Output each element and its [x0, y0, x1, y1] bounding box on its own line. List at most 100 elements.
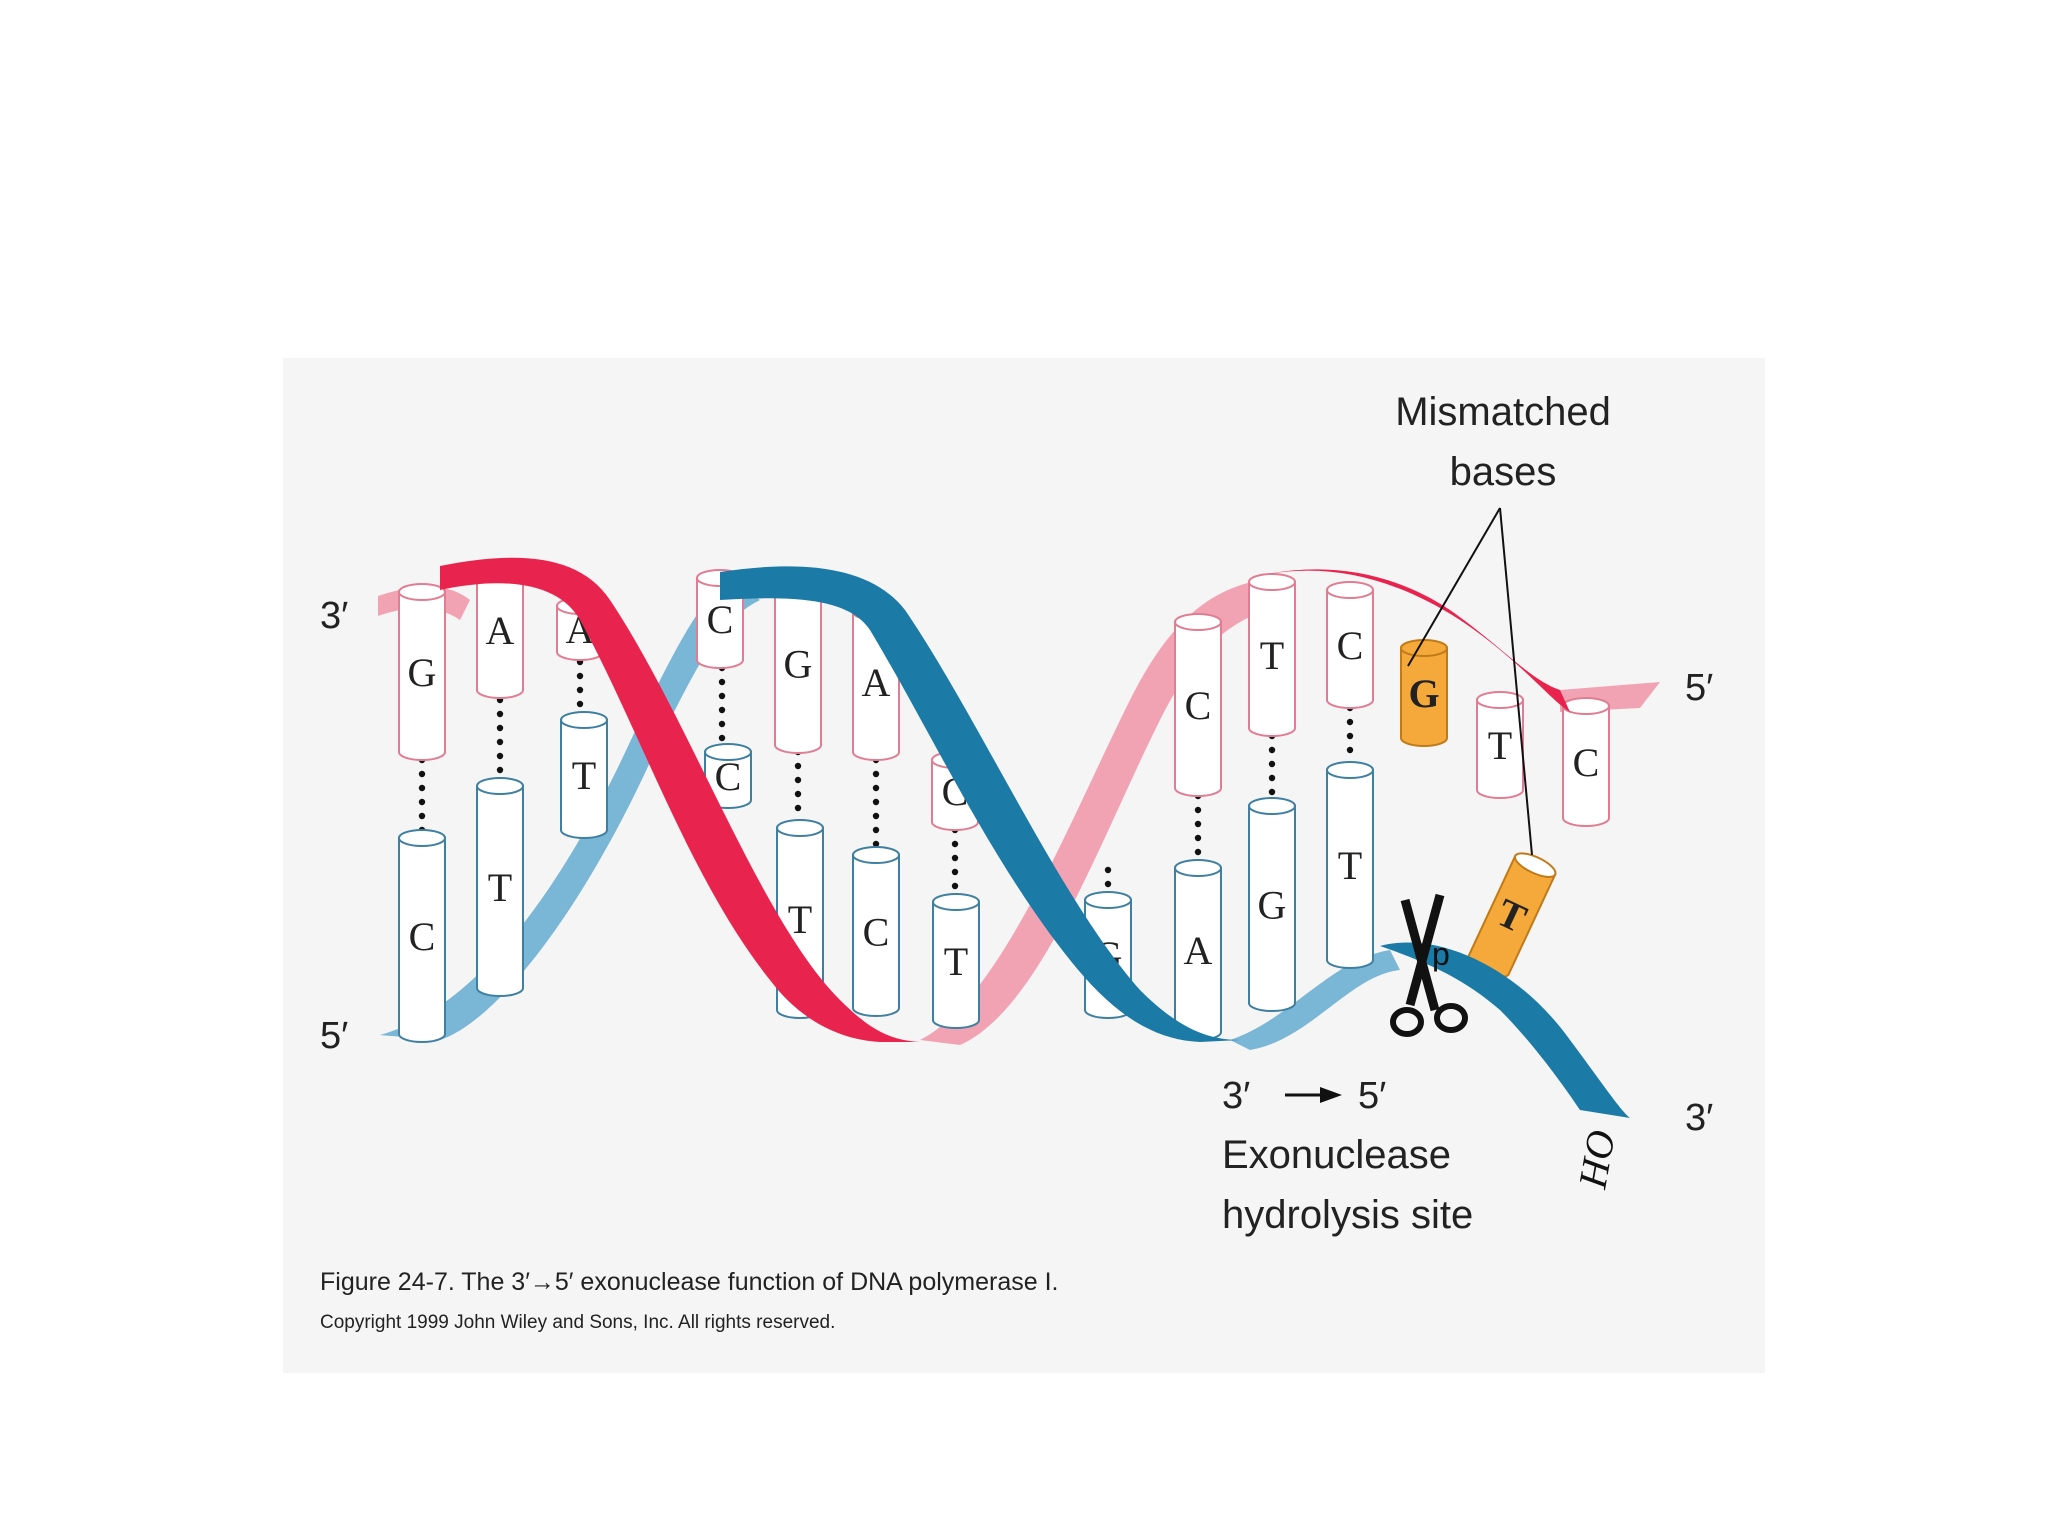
- hydrogen-bond-dot: [718, 720, 726, 728]
- top-base-10-body: [1400, 647, 1448, 747]
- hydrogen-bond-dot: [872, 826, 880, 834]
- hydrogen-bond-dot: [1194, 848, 1202, 856]
- top-base-11: T: [1476, 691, 1524, 799]
- top-base-4-letter: G: [784, 642, 813, 687]
- bottom-base-0-body: [398, 837, 446, 1043]
- top-base-10: G: [1400, 639, 1448, 747]
- hydrogen-bond-dot: [418, 770, 426, 778]
- top-base-8-cap: [1248, 573, 1296, 591]
- bottom-strand-front-segment-1: [720, 566, 1240, 1042]
- hydrogen-bond-dot: [1104, 866, 1112, 874]
- bottom-base-10-cap: [1326, 761, 1374, 779]
- hydrogen-bond-dot: [872, 770, 880, 778]
- bottom-base-10-body: [1326, 769, 1374, 969]
- hydrogen-bond-dot: [872, 798, 880, 806]
- hydrogen-bond-dot: [1194, 806, 1202, 814]
- hydrogen-bond-dot: [1268, 760, 1276, 768]
- top-base-11-letter: T: [1488, 723, 1512, 768]
- bottom-base-2-letter: T: [572, 753, 596, 798]
- hydrogen-bond-dot: [951, 854, 959, 862]
- hydrogen-bond-dot: [794, 790, 802, 798]
- mismatched-t-cylinder: T: [1467, 852, 1557, 978]
- hydrogen-bond-dot: [1346, 718, 1354, 726]
- direction-to-label: 5′: [1358, 1075, 1386, 1117]
- bottom-base-10: T: [1326, 761, 1374, 969]
- top-base-0-letter: G: [408, 650, 437, 695]
- bottom-base-5-body: [852, 854, 900, 1017]
- top-base-8-body: [1248, 581, 1296, 737]
- hydrogen-bond-dot: [576, 686, 584, 694]
- bottom-base-8-letter: A: [1184, 928, 1213, 973]
- end-label-bottom-left: 5′: [320, 1015, 348, 1057]
- top-base-1-letter: A: [486, 608, 515, 653]
- bottom-base-4-cap: [776, 819, 824, 837]
- bottom-base-7-cap: [1084, 891, 1132, 909]
- scissors-icon: [1390, 893, 1468, 1037]
- hydrogen-bond-dot: [496, 738, 504, 746]
- top-base-11-cap: [1476, 691, 1524, 709]
- bottom-base-0: C: [398, 829, 446, 1043]
- hydrogen-bond-dot: [418, 784, 426, 792]
- bottom-base-2-cap: [560, 711, 608, 729]
- bottom-base-5-letter: C: [863, 910, 890, 955]
- bottom-strand-front-tail: [1380, 942, 1630, 1118]
- top-base-12-body: [1562, 705, 1610, 827]
- site-label-line1: Exonuclease: [1222, 1133, 1451, 1177]
- top-base-9-letter: C: [1337, 623, 1364, 668]
- top-base-0: G: [398, 583, 446, 761]
- end-label-bottom-right: 3′: [1685, 1097, 1713, 1139]
- bottom-base-10-letter: T: [1338, 843, 1362, 888]
- hydrogen-bond-dot: [1194, 834, 1202, 842]
- hydrogen-bond-dot: [718, 692, 726, 700]
- hydrogen-bond-dot: [1346, 732, 1354, 740]
- bottom-strand-back-segment-1: [380, 580, 760, 1040]
- bottom-base-1-letter: T: [488, 865, 512, 910]
- hydrogen-bond-dot: [872, 840, 880, 848]
- mismatch-label-line1: Mismatched: [1395, 390, 1611, 434]
- hydrogen-bond-dot: [496, 752, 504, 760]
- bottom-base-6-body: [932, 901, 980, 1029]
- hydrogen-bond-dot: [1194, 820, 1202, 828]
- hydrogen-bond-dot: [951, 868, 959, 876]
- hydrogen-bond-dot: [872, 812, 880, 820]
- copyright-notice: Copyright 1999 John Wiley and Sons, Inc.…: [320, 1312, 836, 1333]
- top-base-0-cap: [398, 583, 446, 601]
- bottom-base-0-letter: C: [409, 914, 436, 959]
- bottom-base-1-cap: [476, 777, 524, 795]
- top-base-7: C: [1174, 613, 1222, 797]
- top-base-7-body: [1174, 621, 1222, 797]
- end-label-top-left: 3′: [320, 595, 348, 637]
- top-base-11-body: [1476, 699, 1524, 799]
- hydrogen-bond-dot: [794, 762, 802, 770]
- mismatch-pointer-line-t: [1499, 507, 1533, 856]
- hydrogen-bond-dot: [951, 840, 959, 848]
- hydrogen-bond-dot: [1268, 774, 1276, 782]
- bottom-base-4-letter: T: [788, 897, 812, 942]
- phosphate-label: p: [1432, 936, 1450, 972]
- hydrogen-bond-dot: [576, 700, 584, 708]
- hydrogen-bond-dot: [496, 724, 504, 732]
- hydrogen-bond-dot: [576, 672, 584, 680]
- hydrogen-bond-dot: [1268, 788, 1276, 796]
- top-base-7-letter: C: [1185, 683, 1212, 728]
- top-base-3-body: [696, 577, 744, 669]
- top-base-8-letter: T: [1260, 633, 1284, 678]
- top-base-1-body: [476, 569, 524, 699]
- hydrogen-bond-dot: [418, 798, 426, 806]
- top-base-3: C: [696, 569, 744, 669]
- top-base-7-cap: [1174, 613, 1222, 631]
- bottom-base-8-cap: [1174, 859, 1222, 877]
- bottom-base-5: C: [852, 846, 900, 1017]
- bottom-base-9-cap: [1248, 797, 1296, 815]
- bottom-base-3-letter: C: [715, 754, 742, 799]
- bottom-base-2-body: [560, 719, 608, 839]
- top-base-12-letter: C: [1573, 740, 1600, 785]
- top-base-12: C: [1562, 697, 1610, 827]
- top-base-12-cap: [1562, 697, 1610, 715]
- mismatch-pointer-line-g: [1407, 507, 1501, 667]
- top-base-9-cap: [1326, 581, 1374, 599]
- bottom-base-2: T: [560, 711, 608, 839]
- direction-from-label: 3′: [1222, 1075, 1250, 1117]
- top-base-10-letter: G: [1408, 671, 1439, 716]
